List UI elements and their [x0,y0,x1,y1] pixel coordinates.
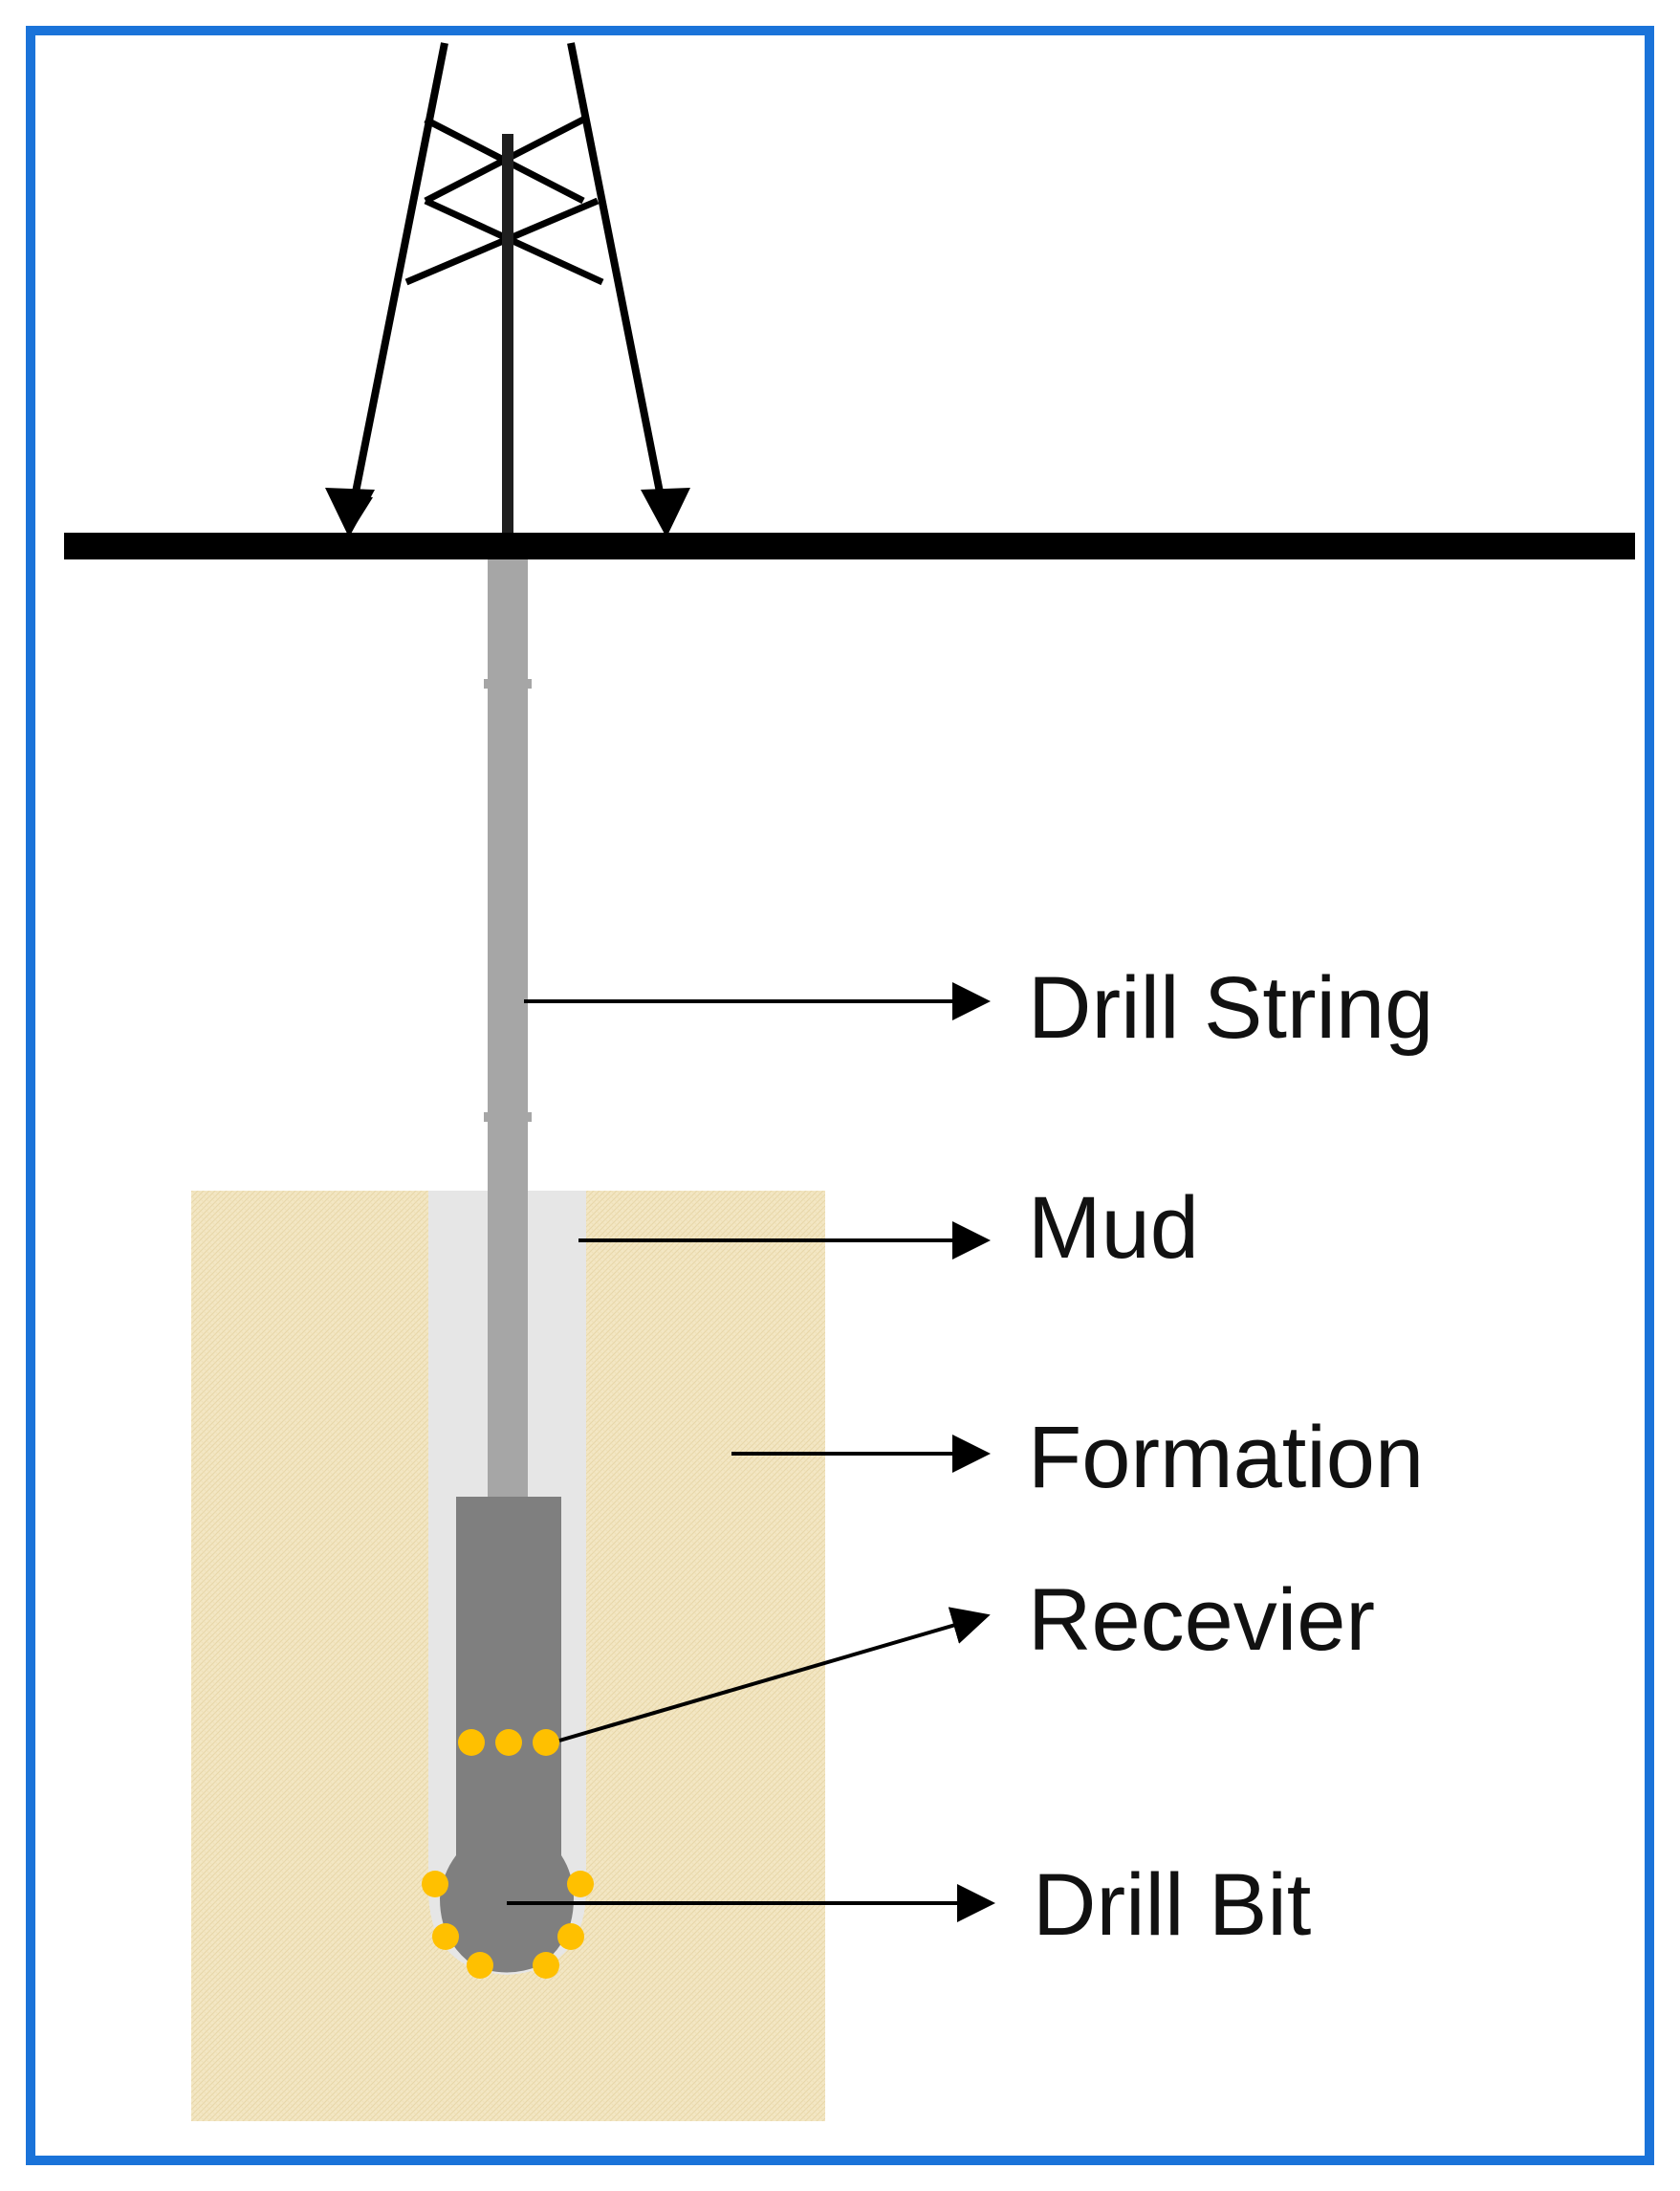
label-drill-bit: Drill Bit [1033,1856,1311,1954]
derrick-leg-arrowhead-left [325,488,375,537]
derrick-leg-arrowhead-right [641,488,690,537]
cutter-dot [567,1871,594,1897]
drill-string-pipe [488,559,528,1516]
receiver-dot [495,1729,522,1756]
cutter-dot [432,1923,459,1950]
receiver-dots [458,1729,559,1756]
cutter-dot [533,1952,559,1979]
pipe-joint [484,1112,532,1122]
label-mud: Mud [1028,1179,1199,1277]
label-drill-string: Drill String [1028,959,1433,1057]
receiver-dot [458,1729,485,1756]
drill-bit-cutters [422,1871,594,1979]
label-receiver: Recevier [1028,1571,1375,1669]
pipe-joint [484,679,532,689]
receiver-arrow [558,1607,991,1742]
receiver-dot [533,1729,559,1756]
label-formation: Formation [1028,1409,1424,1506]
ground-line [64,533,1635,559]
cutter-dot [557,1923,584,1950]
cutter-dot [467,1952,493,1979]
cutter-dot [422,1871,448,1897]
